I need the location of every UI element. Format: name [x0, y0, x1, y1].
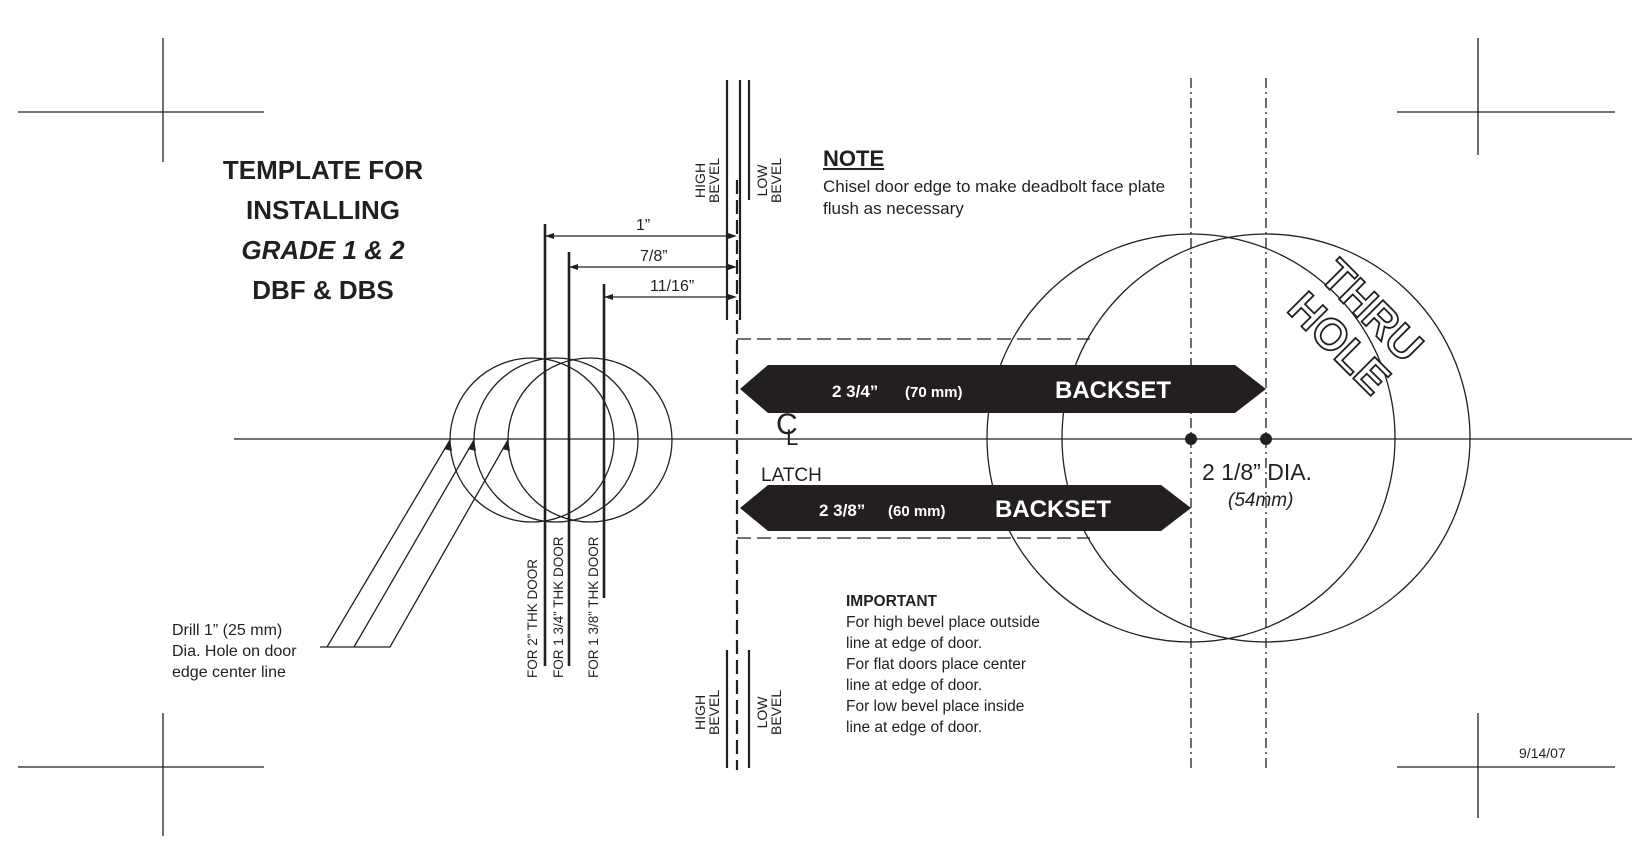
low-bevel-bottom-2: BEVEL: [768, 689, 784, 735]
hole-diameter-mm: (54mm): [1228, 490, 1294, 511]
note-heading: NOTE: [823, 146, 885, 171]
dimension-7-8: 7/8”: [640, 248, 668, 265]
high-bevel-top-2: BEVEL: [706, 157, 722, 203]
important-line-1: For high bevel place outside: [846, 614, 1040, 631]
centerline-symbol: C: [776, 408, 798, 441]
dimension-lines: [545, 235, 733, 298]
thru-hole-circles: [986, 233, 1471, 643]
center-dot-1: [1185, 433, 1197, 445]
low-bevel-top-2: BEVEL: [768, 157, 784, 203]
door-edge-lines: [725, 80, 751, 770]
title-line-1: TEMPLATE FOR: [222, 155, 424, 185]
door-label-1-3-8: FOR 1 3/8” THK DOOR: [586, 536, 601, 678]
note-text: Chisel door edge to make deadbolt face p…: [823, 177, 1166, 218]
drill-line-3: edge center line: [172, 664, 286, 681]
high-bevel-top-1: HIGH: [692, 162, 708, 198]
latch-label: LATCH: [761, 465, 822, 486]
hole-diameter: 2 1/8” DIA.: [1202, 459, 1312, 485]
door-label-2in: FOR 2” THK DOOR: [525, 558, 540, 678]
backset-top-label: BACKSET: [1055, 377, 1171, 404]
drill-leaders: [320, 439, 509, 648]
backset-center-lines: [1190, 78, 1267, 770]
door-thickness-lines: [543, 224, 606, 666]
backset-banner-bottom: [740, 485, 1191, 531]
important-line-6: line at edge of door.: [846, 719, 983, 736]
backset-bottom-mm: (60 mm): [888, 503, 946, 520]
crop-marks: [18, 38, 1615, 836]
backset-bottom-label: BACKSET: [995, 496, 1111, 523]
low-bevel-bottom-1: LOW: [754, 696, 770, 729]
revision-date: 9/14/07: [1519, 745, 1566, 761]
title-line-2: INSTALLING: [245, 195, 401, 225]
high-bevel-bottom-1: HIGH: [692, 694, 708, 730]
dimension-arrows: [444, 233, 737, 451]
drill-instructions: Drill 1” (25 mm) Dia. Hole on door edge …: [172, 620, 297, 683]
dimension-11-16: 11/16”: [650, 278, 695, 295]
centerline-sub: L: [786, 425, 799, 450]
backset-top-size: 2 3/4”: [832, 382, 878, 401]
small-hole-circles: [449, 357, 673, 523]
important-heading: IMPORTANT: [846, 593, 937, 610]
backset-bottom-size: 2 3/8”: [819, 501, 865, 520]
drill-line-1: Drill 1” (25 mm): [172, 622, 283, 639]
low-bevel-top-1: LOW: [754, 164, 770, 197]
dimension-1in: 1”: [636, 217, 651, 234]
important-line-3: For flat doors place center: [846, 656, 1027, 673]
important-line-5: For low bevel place inside: [846, 698, 1025, 715]
door-label-1-3-4: FOR 1 3/4” THK DOOR: [551, 536, 566, 678]
high-bevel-bottom-2: BEVEL: [706, 689, 722, 735]
page-title: TEMPLATE FOR INSTALLING GRADE 1 & 2 DBF …: [168, 150, 478, 310]
backset-banner-top: [740, 365, 1266, 413]
important-line-4: line at edge of door.: [846, 677, 983, 694]
center-dot-2: [1260, 433, 1272, 445]
drill-line-2: Dia. Hole on door: [172, 643, 297, 660]
backset-top-mm: (70 mm): [905, 384, 963, 401]
important-notes: IMPORTANT For high bevel place outside l…: [846, 591, 1040, 738]
thru-hole-stamp: THRU HOLE: [1278, 250, 1433, 405]
title-line-4: DBF & DBS: [252, 275, 394, 305]
important-line-2: line at edge of door.: [846, 635, 983, 652]
title-line-3: GRADE 1 & 2: [241, 235, 405, 265]
